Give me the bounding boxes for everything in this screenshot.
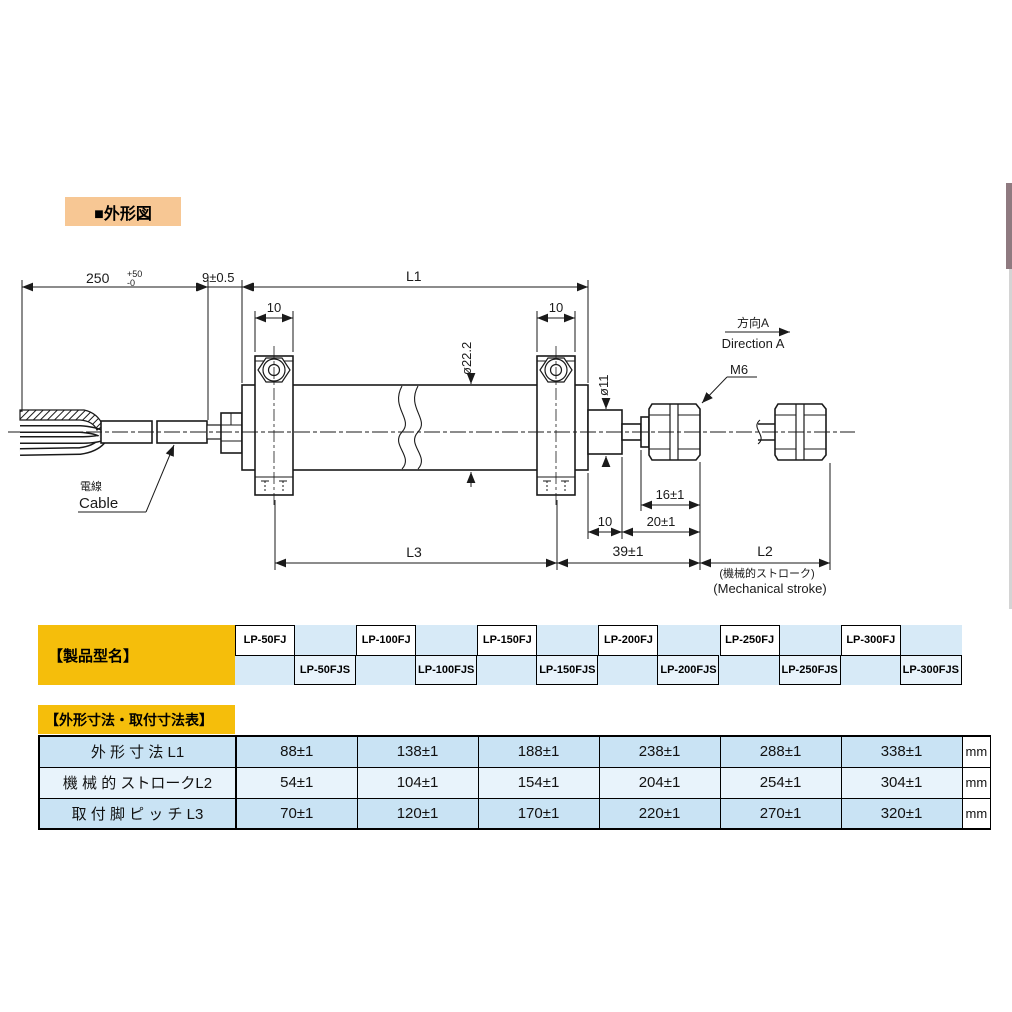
dim-cell: 254±1 <box>719 766 842 799</box>
section-title: ■外形図 <box>94 205 152 223</box>
dim-cell: 88±1 <box>235 735 358 768</box>
dim-row-label: 機 械 的 ストロークL2 <box>38 766 237 799</box>
dim-cable-tol-minus: -0 <box>127 278 135 288</box>
annotations <box>78 327 790 513</box>
table-row: 機 械 的 ストロークL2 54±1 104±1 154±1 204±1 254… <box>38 766 991 799</box>
model-column: LP-100FJ LP-100FJS <box>356 625 478 685</box>
model-box-fj: LP-250FJ <box>719 625 780 656</box>
dim-l3: L3 <box>406 544 422 560</box>
table-row: 外 形 寸 法 L1 88±1 138±1 188±1 238±1 288±1 … <box>38 735 991 768</box>
dimension-table: 外 形 寸 法 L1 88±1 138±1 188±1 238±1 288±1 … <box>38 735 991 830</box>
model-box-fj: LP-300FJ <box>840 625 901 656</box>
label-stroke-jp: (機械的ストローク) <box>719 566 814 580</box>
model-box-fjs: LP-100FJS <box>415 654 478 685</box>
dim-cell: 104±1 <box>356 766 479 799</box>
dim-cell: 338±1 <box>840 735 963 768</box>
dim-cell: 238±1 <box>598 735 721 768</box>
cable-wires <box>19 409 106 456</box>
unit-cell: mm <box>961 797 991 830</box>
mounting-clamp-left <box>254 346 294 505</box>
model-column: LP-300FJ LP-300FJS <box>840 625 962 685</box>
dim-foot-width-right: 10 <box>549 300 563 315</box>
dim-rod-dia: ø11 <box>596 375 611 396</box>
label-direction-en: Direction A <box>722 336 785 351</box>
dim-cell: 170±1 <box>477 797 600 830</box>
dim-table-header: 【外形寸法・取付寸法表】 <box>45 711 213 728</box>
scan-edge-artifact-dark <box>1006 183 1012 269</box>
outline-drawing: 250 +50 -0 9±0.5 L1 10 10 <box>8 268 855 596</box>
table-row: 取 付 脚 ピ ッ チ L3 70±1 120±1 170±1 220±1 27… <box>38 797 991 830</box>
label-cable-en: Cable <box>79 495 118 512</box>
dim-neck: 9±0.5 <box>202 270 234 285</box>
dim-rod-length: 20±1 <box>647 514 676 529</box>
dim-cell: 154±1 <box>477 766 600 799</box>
section-title-box: ■外形図 <box>65 197 181 226</box>
dim-l1: L1 <box>406 268 422 284</box>
unit-cell: mm <box>961 735 991 768</box>
model-box-fjs: LP-300FJS <box>899 654 962 685</box>
top-dimensions <box>21 280 589 420</box>
dim-cell: 220±1 <box>598 797 721 830</box>
cable-connector <box>206 412 243 454</box>
dim-cable-tol-plus: +50 <box>127 269 142 279</box>
dim-nut-length: 16±1 <box>656 487 685 502</box>
sensor-body <box>19 346 827 505</box>
dim-cell: 54±1 <box>235 766 358 799</box>
dim-cell: 188±1 <box>477 735 600 768</box>
model-box-fj: LP-200FJ <box>598 625 659 656</box>
dim-cell: 304±1 <box>840 766 963 799</box>
model-column: LP-50FJ LP-50FJS <box>235 625 356 685</box>
model-column: LP-250FJ LP-250FJS <box>719 625 841 685</box>
model-table-header-box: 【製品型名】 <box>38 625 235 685</box>
model-box-fjs: LP-250FJS <box>778 654 841 685</box>
dim-body-dia: ø22.2 <box>459 342 474 375</box>
dim-thread: M6 <box>730 362 748 377</box>
model-box-fjs: LP-50FJS <box>294 654 356 685</box>
dim-row-label: 外 形 寸 法 L1 <box>38 735 237 768</box>
dim-cable-length: 250 <box>86 270 110 286</box>
model-column: LP-150FJ LP-150FJS <box>477 625 599 685</box>
mounting-clamp-right <box>536 346 576 505</box>
model-table-strip: LP-50FJ LP-50FJS LP-100FJ LP-100FJS LP-1… <box>235 625 962 685</box>
dim-cell: 70±1 <box>235 797 358 830</box>
model-box-fjs: LP-200FJS <box>657 654 720 685</box>
dim-cell: 320±1 <box>840 797 963 830</box>
dim-cell: 270±1 <box>719 797 842 830</box>
dim-row-label: 取 付 脚 ピ ッ チ L3 <box>38 797 237 830</box>
model-table-header: 【製品型名】 <box>48 647 139 665</box>
unit-cell: mm <box>961 766 991 799</box>
model-column: LP-200FJ LP-200FJS <box>598 625 720 685</box>
scan-edge-artifact-light <box>1009 269 1012 609</box>
model-box-fj: LP-50FJ <box>235 625 295 656</box>
model-box-fj: LP-100FJ <box>356 625 417 656</box>
dim-cell: 120±1 <box>356 797 479 830</box>
dim-foot-width-left: 10 <box>267 300 281 315</box>
model-box-fj: LP-150FJ <box>477 625 538 656</box>
dim-cell: 138±1 <box>356 735 479 768</box>
dim-39: 39±1 <box>612 543 643 559</box>
dim-l2: L2 <box>757 543 773 559</box>
dim-step-length: 10 <box>598 514 612 529</box>
dim-table-header-box: 【外形寸法・取付寸法表】 <box>38 705 235 734</box>
label-stroke-en: (Mechanical stroke) <box>713 581 826 596</box>
label-direction-jp: 方向A <box>737 315 769 330</box>
model-box-fjs: LP-150FJS <box>536 654 599 685</box>
dim-cell: 288±1 <box>719 735 842 768</box>
dim-cell: 204±1 <box>598 766 721 799</box>
label-cable-jp: 電線 <box>80 479 102 493</box>
bottom-dimensions <box>274 450 831 570</box>
